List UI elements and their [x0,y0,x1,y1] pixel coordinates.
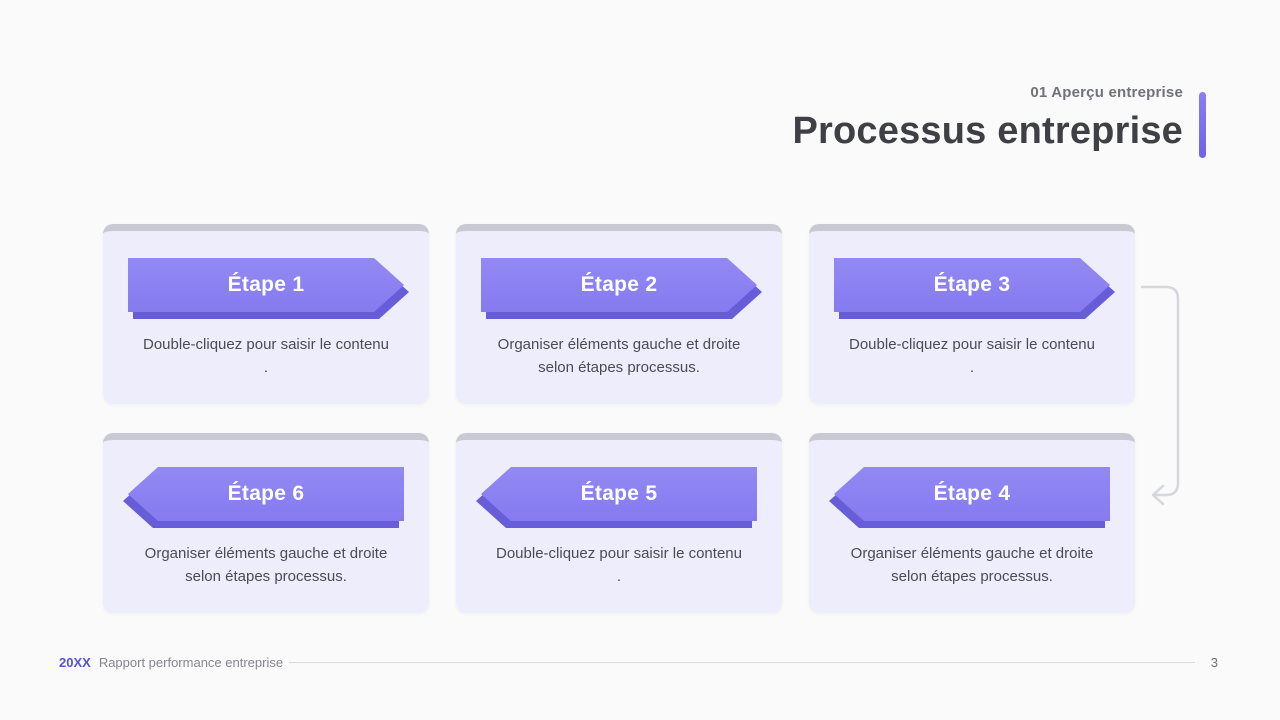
footer-divider [289,662,1195,663]
step-label: Étape 4 [933,482,1011,505]
footer: 20XX Rapport performance entreprise 3 [0,655,1280,670]
banner-face: Étape 3 [834,258,1110,312]
flow-connector-arrow [1140,285,1180,506]
step-banner[interactable]: Étape 6 [123,467,404,528]
process-card-etape-5: Étape 5 Double-cliquez pour saisir le co… [456,433,782,613]
step-banner[interactable]: Étape 3 [834,258,1110,312]
accent-bar [1199,92,1206,158]
step-description[interactable]: Double-cliquez pour saisir le contenu . [849,336,1095,377]
slide-title: Processus entreprise [792,110,1183,152]
step-banner[interactable]: Étape 2 [481,258,757,312]
step-description[interactable]: Organiser éléments gauche et droite selo… [850,545,1094,586]
step-description[interactable]: Organiser éléments gauche et droite selo… [497,336,741,377]
banner-face: Étape 2 [481,258,757,312]
process-card-etape-6: Étape 6 Organiser éléments gauche et dro… [103,433,429,613]
banner-face: Étape 5 [481,467,757,521]
step-description[interactable]: Organiser éléments gauche et droite selo… [144,545,388,586]
step-banner[interactable]: Étape 1 [128,258,404,312]
process-card-etape-2: Étape 2 Organiser éléments gauche et dro… [456,224,782,404]
process-card-etape-1: Étape 1 Double-cliquez pour saisir le co… [103,224,429,404]
banner-face: Étape 4 [834,467,1110,521]
process-card-etape-4: Étape 4 Organiser éléments gauche et dro… [809,433,1135,613]
step-label: Étape 2 [580,273,658,296]
banner-face: Étape 6 [128,467,404,521]
step-label: Étape 5 [580,482,658,505]
step-label: Étape 3 [933,273,1011,296]
process-cards-grid: Étape 1 Double-cliquez pour saisir le co… [103,224,1135,613]
step-label: Étape 6 [227,482,305,505]
step-label: Étape 1 [227,273,305,296]
banner-face: Étape 1 [128,258,404,312]
step-banner[interactable]: Étape 4 [829,467,1110,528]
step-banner[interactable]: Étape 5 [476,467,757,528]
process-card-etape-3: Étape 3 Double-cliquez pour saisir le co… [809,224,1135,404]
header-eyebrow: 01 Aperçu entreprise [1030,84,1183,101]
page-number: 3 [1210,655,1218,670]
header: 01 Aperçu entreprise Processus entrepris… [792,84,1183,153]
footer-year: 20XX [59,655,91,670]
step-description[interactable]: Double-cliquez pour saisir le contenu . [143,336,389,377]
step-description[interactable]: Double-cliquez pour saisir le contenu . [496,545,742,586]
footer-label: Rapport performance entreprise [98,655,284,670]
